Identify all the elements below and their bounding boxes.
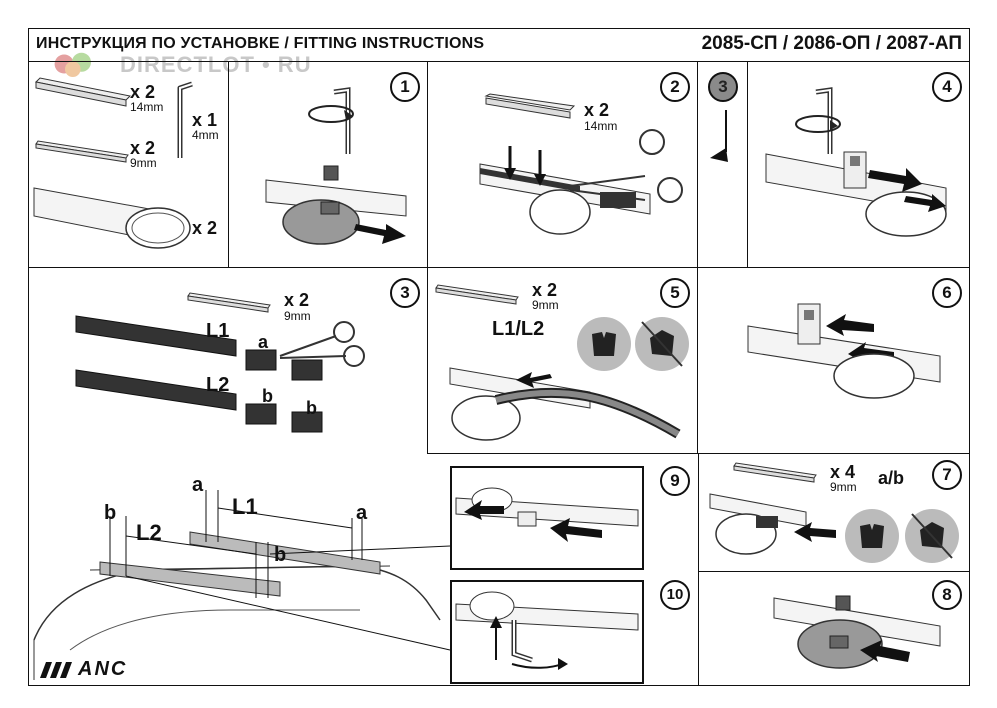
step-2-size: 14mm: [584, 119, 618, 133]
step-7-size: 9mm: [830, 480, 857, 494]
install-a-label: a: [192, 474, 204, 496]
step-4-drawing: [765, 87, 947, 237]
install-b2-label: b: [274, 544, 287, 566]
rail-14-size: 14mm: [130, 100, 164, 114]
step-number-2: 2: [660, 72, 690, 102]
step-9-drawing: [455, 487, 639, 542]
step-3-b-label: b: [262, 386, 273, 406]
parts-panel: [28, 62, 229, 268]
install-l2-label: L2: [136, 520, 162, 545]
step-3-size: 9mm: [284, 309, 311, 323]
profile-correct-icon-2: [845, 509, 899, 563]
step-number-6: 6: [932, 278, 962, 308]
step-1-drawing: [265, 87, 407, 245]
step-5-qty: x 2: [532, 280, 558, 300]
step-number-1: 1: [390, 72, 420, 102]
watermark-fruit-icon: [54, 52, 91, 77]
step-number-4: 4: [932, 72, 962, 102]
watermark: DIRECTLOT • RU: [120, 52, 312, 77]
key-size: 4mm: [192, 128, 219, 142]
step-7-qty: x 4: [830, 462, 856, 482]
rail-9-size: 9mm: [130, 156, 157, 170]
step-3-l1-label: L1: [206, 320, 230, 342]
step-1-panel: [229, 62, 428, 268]
step-3-b2-label: b: [306, 398, 317, 418]
key-qty: x 1: [192, 110, 218, 130]
step-5-drawing: [449, 367, 681, 441]
down-arrow-icon: [710, 110, 728, 162]
page-title: ИНСТРУКЦИЯ ПО УСТАНОВКЕ / FITTING INSTRU…: [36, 35, 485, 52]
bar-qty: x 2: [192, 218, 218, 238]
install-a2-label: a: [356, 502, 368, 524]
step-6-panel: [698, 268, 970, 454]
step-number-9: 9: [660, 466, 690, 496]
step-3-drawing: [75, 315, 365, 433]
hex-key-icon: [177, 81, 193, 158]
step-10-inset: [450, 580, 644, 684]
step-10-drawing: [455, 591, 639, 670]
step-8-drawing: [773, 595, 941, 669]
rail-14mm-drawing: [34, 77, 132, 107]
profile-correct-icon: [577, 317, 631, 371]
step-number-7: 7: [932, 460, 962, 490]
header: ИНСТРУКЦИЯ ПО УСТАНОВКЕ / FITTING INSTRU…: [28, 28, 970, 62]
rail-14-qty: x 2: [130, 82, 156, 102]
step-3-qty: x 2: [284, 290, 310, 310]
install-b-label: b: [104, 502, 117, 524]
rail-9mm-drawing: [35, 140, 129, 163]
crossbar-drawing: [33, 187, 191, 249]
step-number-10: 10: [660, 580, 690, 610]
step-7-drawing: [709, 493, 836, 555]
step-6-drawing: [747, 303, 941, 399]
profile-wrong-icon: [635, 317, 689, 371]
step-2-drawing: [479, 93, 683, 235]
rail-9-qty: x 2: [130, 138, 156, 158]
page-frame: [28, 28, 970, 686]
step-3-panel: [28, 268, 428, 454]
step-number-3-gray: 3: [708, 72, 738, 102]
step-5-panel: [428, 268, 698, 454]
step-number-5: 5: [660, 278, 690, 308]
step-3-l2-label: L2: [206, 374, 230, 396]
step-7-panel: [698, 454, 970, 572]
step-2-panel: [428, 62, 698, 268]
step-7-rail-drawing: [733, 462, 817, 483]
step-2-qty: x 2: [584, 100, 610, 120]
step-9-inset: [450, 466, 644, 570]
step-5-size: 9mm: [532, 298, 559, 312]
profile-wrong-icon-2: [905, 509, 959, 563]
anc-logo: [40, 662, 72, 678]
step-3-arrow-panel: [698, 62, 748, 268]
step-3-a-label: a: [258, 332, 269, 352]
step-number-3: 3: [390, 278, 420, 308]
step-number-8: 8: [932, 580, 962, 610]
model-numbers: 2085-СП / 2086-ОП / 2087-АП: [701, 33, 962, 54]
step-5-label: L1/L2: [492, 318, 545, 340]
install-l1-label: L1: [232, 494, 258, 519]
step-4-panel: [748, 62, 970, 268]
step-5-rail-drawing: [435, 284, 519, 305]
step-3-rail-drawing: [187, 292, 271, 313]
logo-text: ANC: [78, 658, 128, 680]
step-7-label: a/b: [878, 468, 905, 488]
car-roof-drawing: [33, 490, 451, 680]
